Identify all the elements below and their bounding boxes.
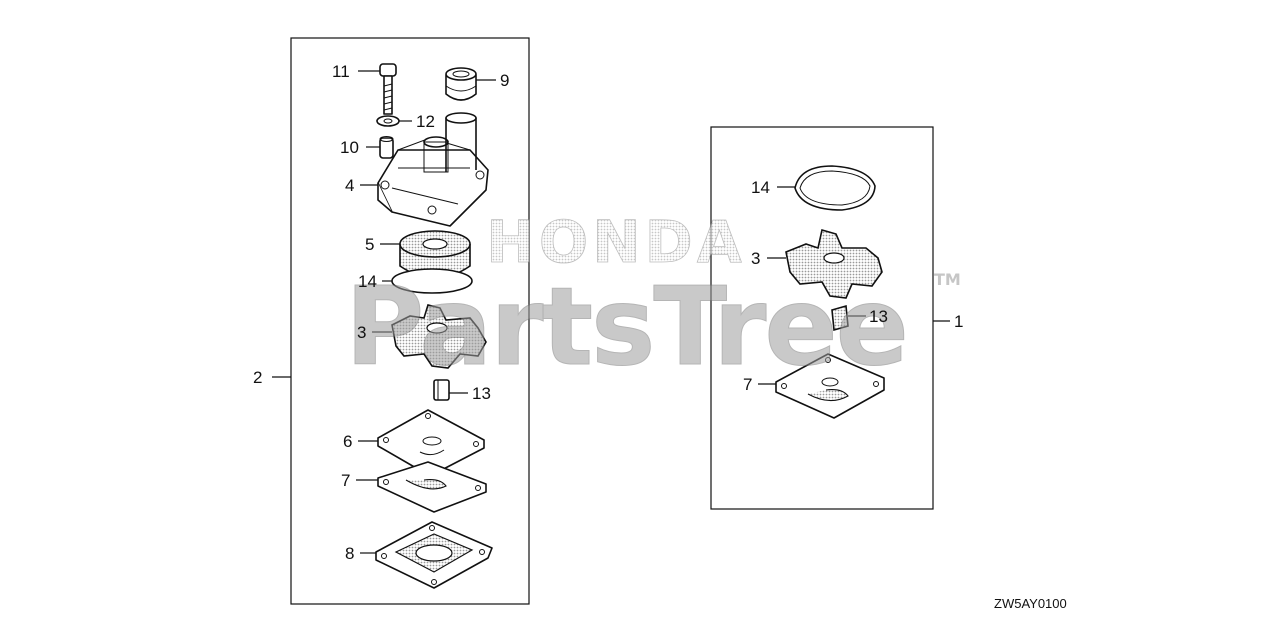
part-oring-14-right [794, 165, 876, 211]
part-gasket-7-right [775, 353, 885, 419]
watermark-tm: TM [934, 270, 961, 289]
assembly-label-1[interactable]: 1 [954, 312, 963, 331]
callout-left-7[interactable]: 7 [341, 471, 350, 490]
part-dowel-10 [379, 136, 394, 159]
callout-left-8[interactable]: 8 [345, 544, 354, 563]
assembly-label-2[interactable]: 2 [253, 368, 262, 387]
part-key-13-right [831, 304, 849, 332]
callout-left-12[interactable]: 12 [416, 112, 435, 131]
part-gasket-7-left [377, 461, 487, 513]
callout-left-14[interactable]: 14 [358, 272, 377, 291]
assembly-box-1 [710, 126, 934, 510]
part-mount-plate-8 [375, 521, 493, 589]
part-grommet-9 [445, 67, 477, 101]
callout-right-14[interactable]: 14 [751, 178, 770, 197]
callout-left-4[interactable]: 4 [345, 176, 354, 195]
callout-left-10[interactable]: 10 [340, 138, 359, 157]
part-bolt-11 [379, 63, 397, 115]
callout-left-5[interactable]: 5 [365, 235, 374, 254]
part-pump-housing-4 [377, 112, 489, 227]
callout-right-3[interactable]: 3 [751, 249, 760, 268]
watermark-top: HONDA [486, 208, 745, 276]
part-impeller-housing-5 [399, 230, 471, 279]
callout-right-13[interactable]: 13 [869, 307, 888, 326]
callout-left-3[interactable]: 3 [357, 323, 366, 342]
callout-left-13[interactable]: 13 [472, 384, 491, 403]
callout-left-6[interactable]: 6 [343, 432, 352, 451]
callout-left-11[interactable]: 11 [332, 62, 350, 81]
callout-right-7[interactable]: 7 [743, 375, 752, 394]
assembly-box-2 [290, 37, 530, 605]
watermark-main: PartsTree [345, 265, 907, 390]
part-plate-6 [377, 409, 485, 477]
part-washer-12 [376, 115, 400, 127]
diagram-code: ZW5AY0100 [994, 596, 1067, 611]
callout-left-9[interactable]: 9 [500, 71, 509, 90]
part-impeller-3-left [391, 304, 487, 369]
watermark: HONDA PartsTree TM [345, 208, 961, 391]
part-impeller-3-right [785, 228, 883, 299]
part-key-13-left [433, 379, 450, 401]
